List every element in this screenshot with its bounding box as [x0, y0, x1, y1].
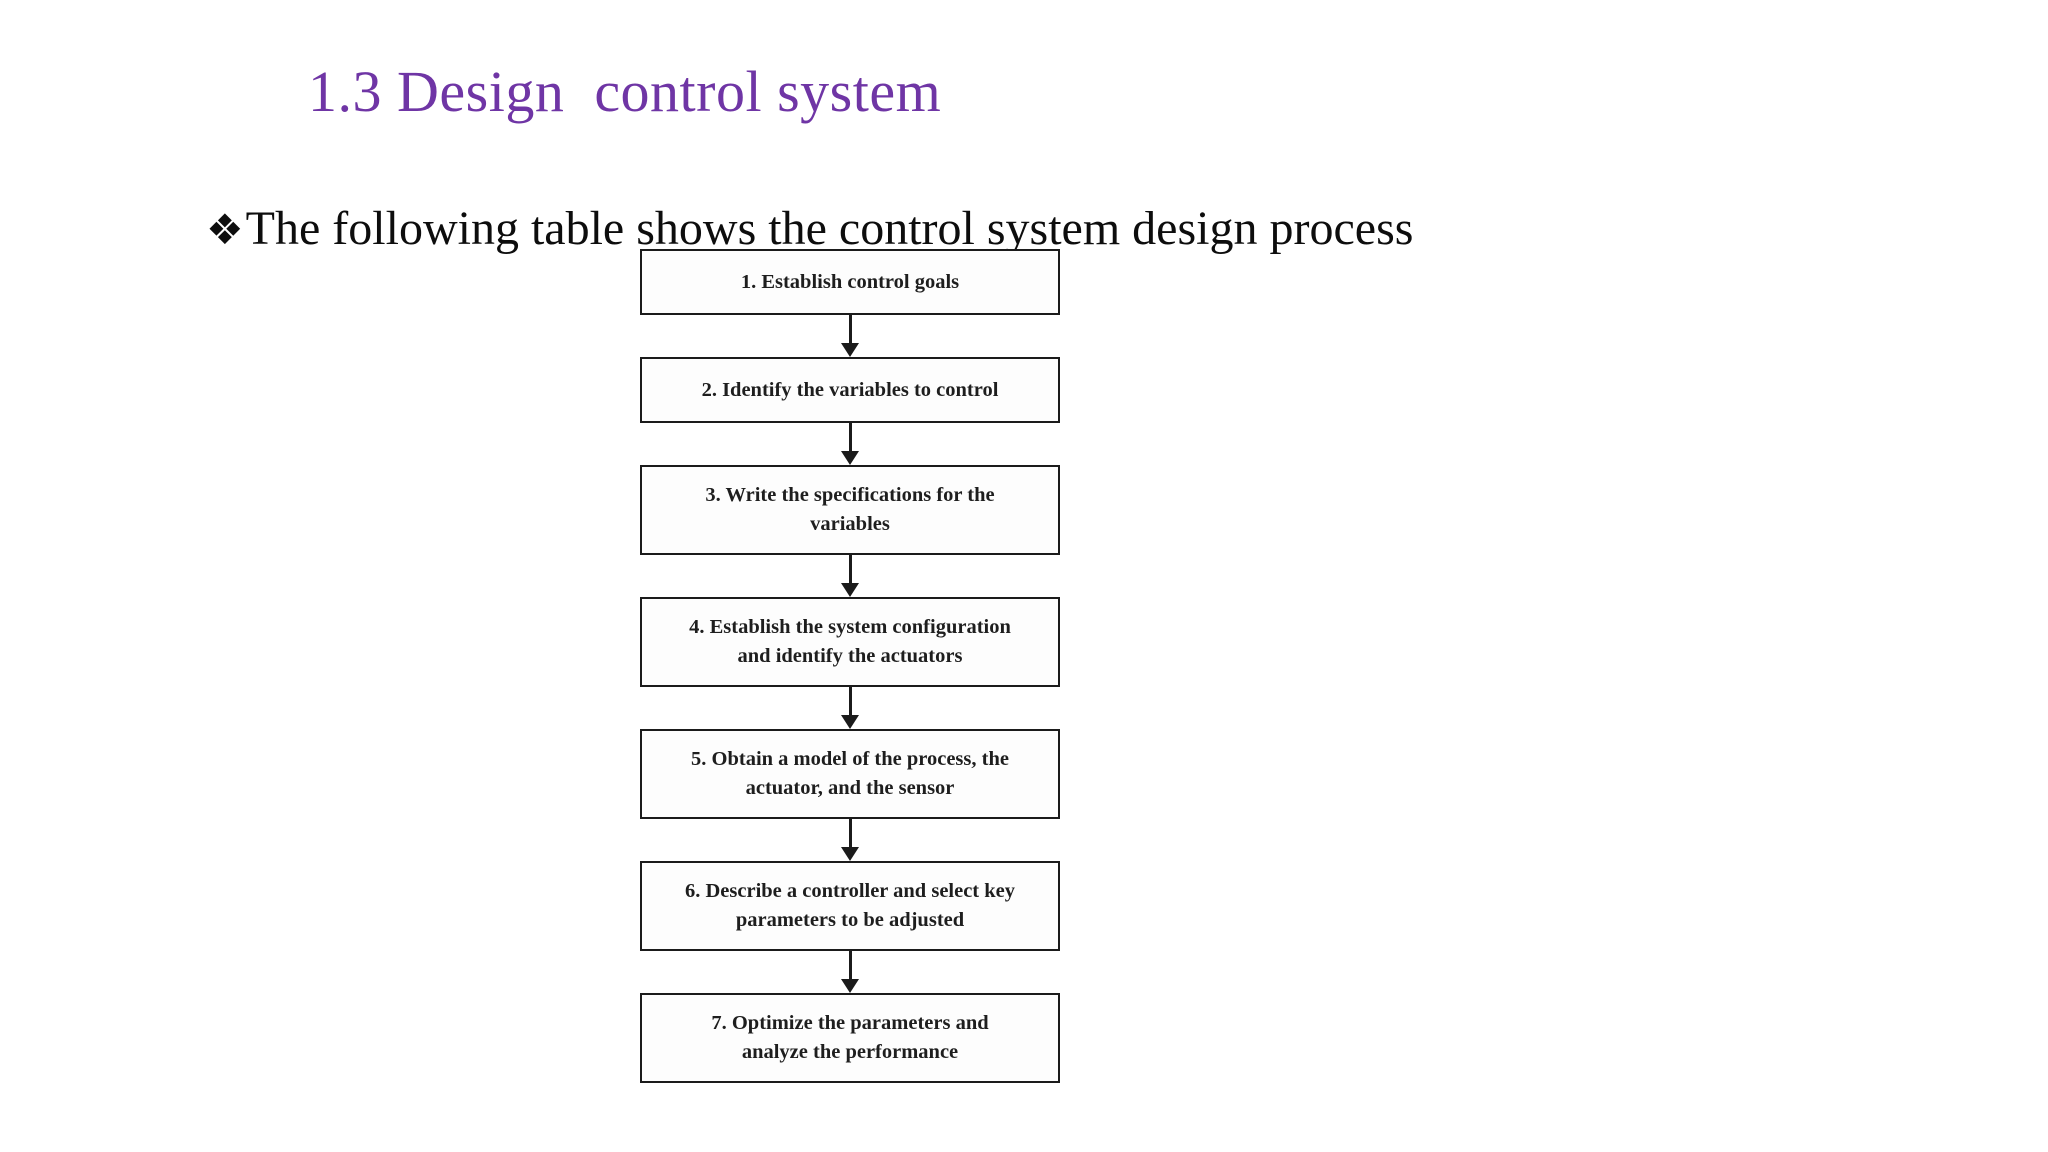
down-arrow-icon — [841, 819, 859, 861]
arrow-head-icon — [841, 979, 859, 993]
flow-step-4: 4. Establish the system configuration an… — [640, 597, 1060, 687]
flowchart: 1. Establish control goals 2. Identify t… — [640, 249, 1060, 1083]
arrow-head-icon — [841, 847, 859, 861]
flow-step-5: 5. Obtain a model of the process, the ac… — [640, 729, 1060, 819]
diamond-bullet-icon: ❖ — [206, 205, 244, 254]
arrow-head-icon — [841, 715, 859, 729]
flow-step-1: 1. Establish control goals — [640, 249, 1060, 315]
flow-step-3: 3. Write the specifications for the vari… — [640, 465, 1060, 555]
arrow-head-icon — [841, 583, 859, 597]
bullet-line: ❖The following table shows the control s… — [158, 146, 1413, 311]
arrow-line — [848, 555, 852, 583]
flow-step-2: 2. Identify the variables to control — [640, 357, 1060, 423]
down-arrow-icon — [841, 687, 859, 729]
slide-title: 1.3 Design control system — [308, 59, 942, 124]
arrow-line — [848, 315, 852, 343]
bullet-text: The following table shows the control sy… — [245, 202, 1414, 255]
arrow-line — [848, 819, 852, 847]
arrow-head-icon — [841, 343, 859, 357]
down-arrow-icon — [841, 951, 859, 993]
down-arrow-icon — [841, 315, 859, 357]
flow-step-7: 7. Optimize the parameters and analyze t… — [640, 993, 1060, 1083]
arrow-line — [848, 951, 852, 979]
flow-step-6: 6. Describe a controller and select key … — [640, 861, 1060, 951]
arrow-head-icon — [841, 451, 859, 465]
arrow-line — [848, 423, 852, 451]
down-arrow-icon — [841, 555, 859, 597]
down-arrow-icon — [841, 423, 859, 465]
arrow-line — [848, 687, 852, 715]
